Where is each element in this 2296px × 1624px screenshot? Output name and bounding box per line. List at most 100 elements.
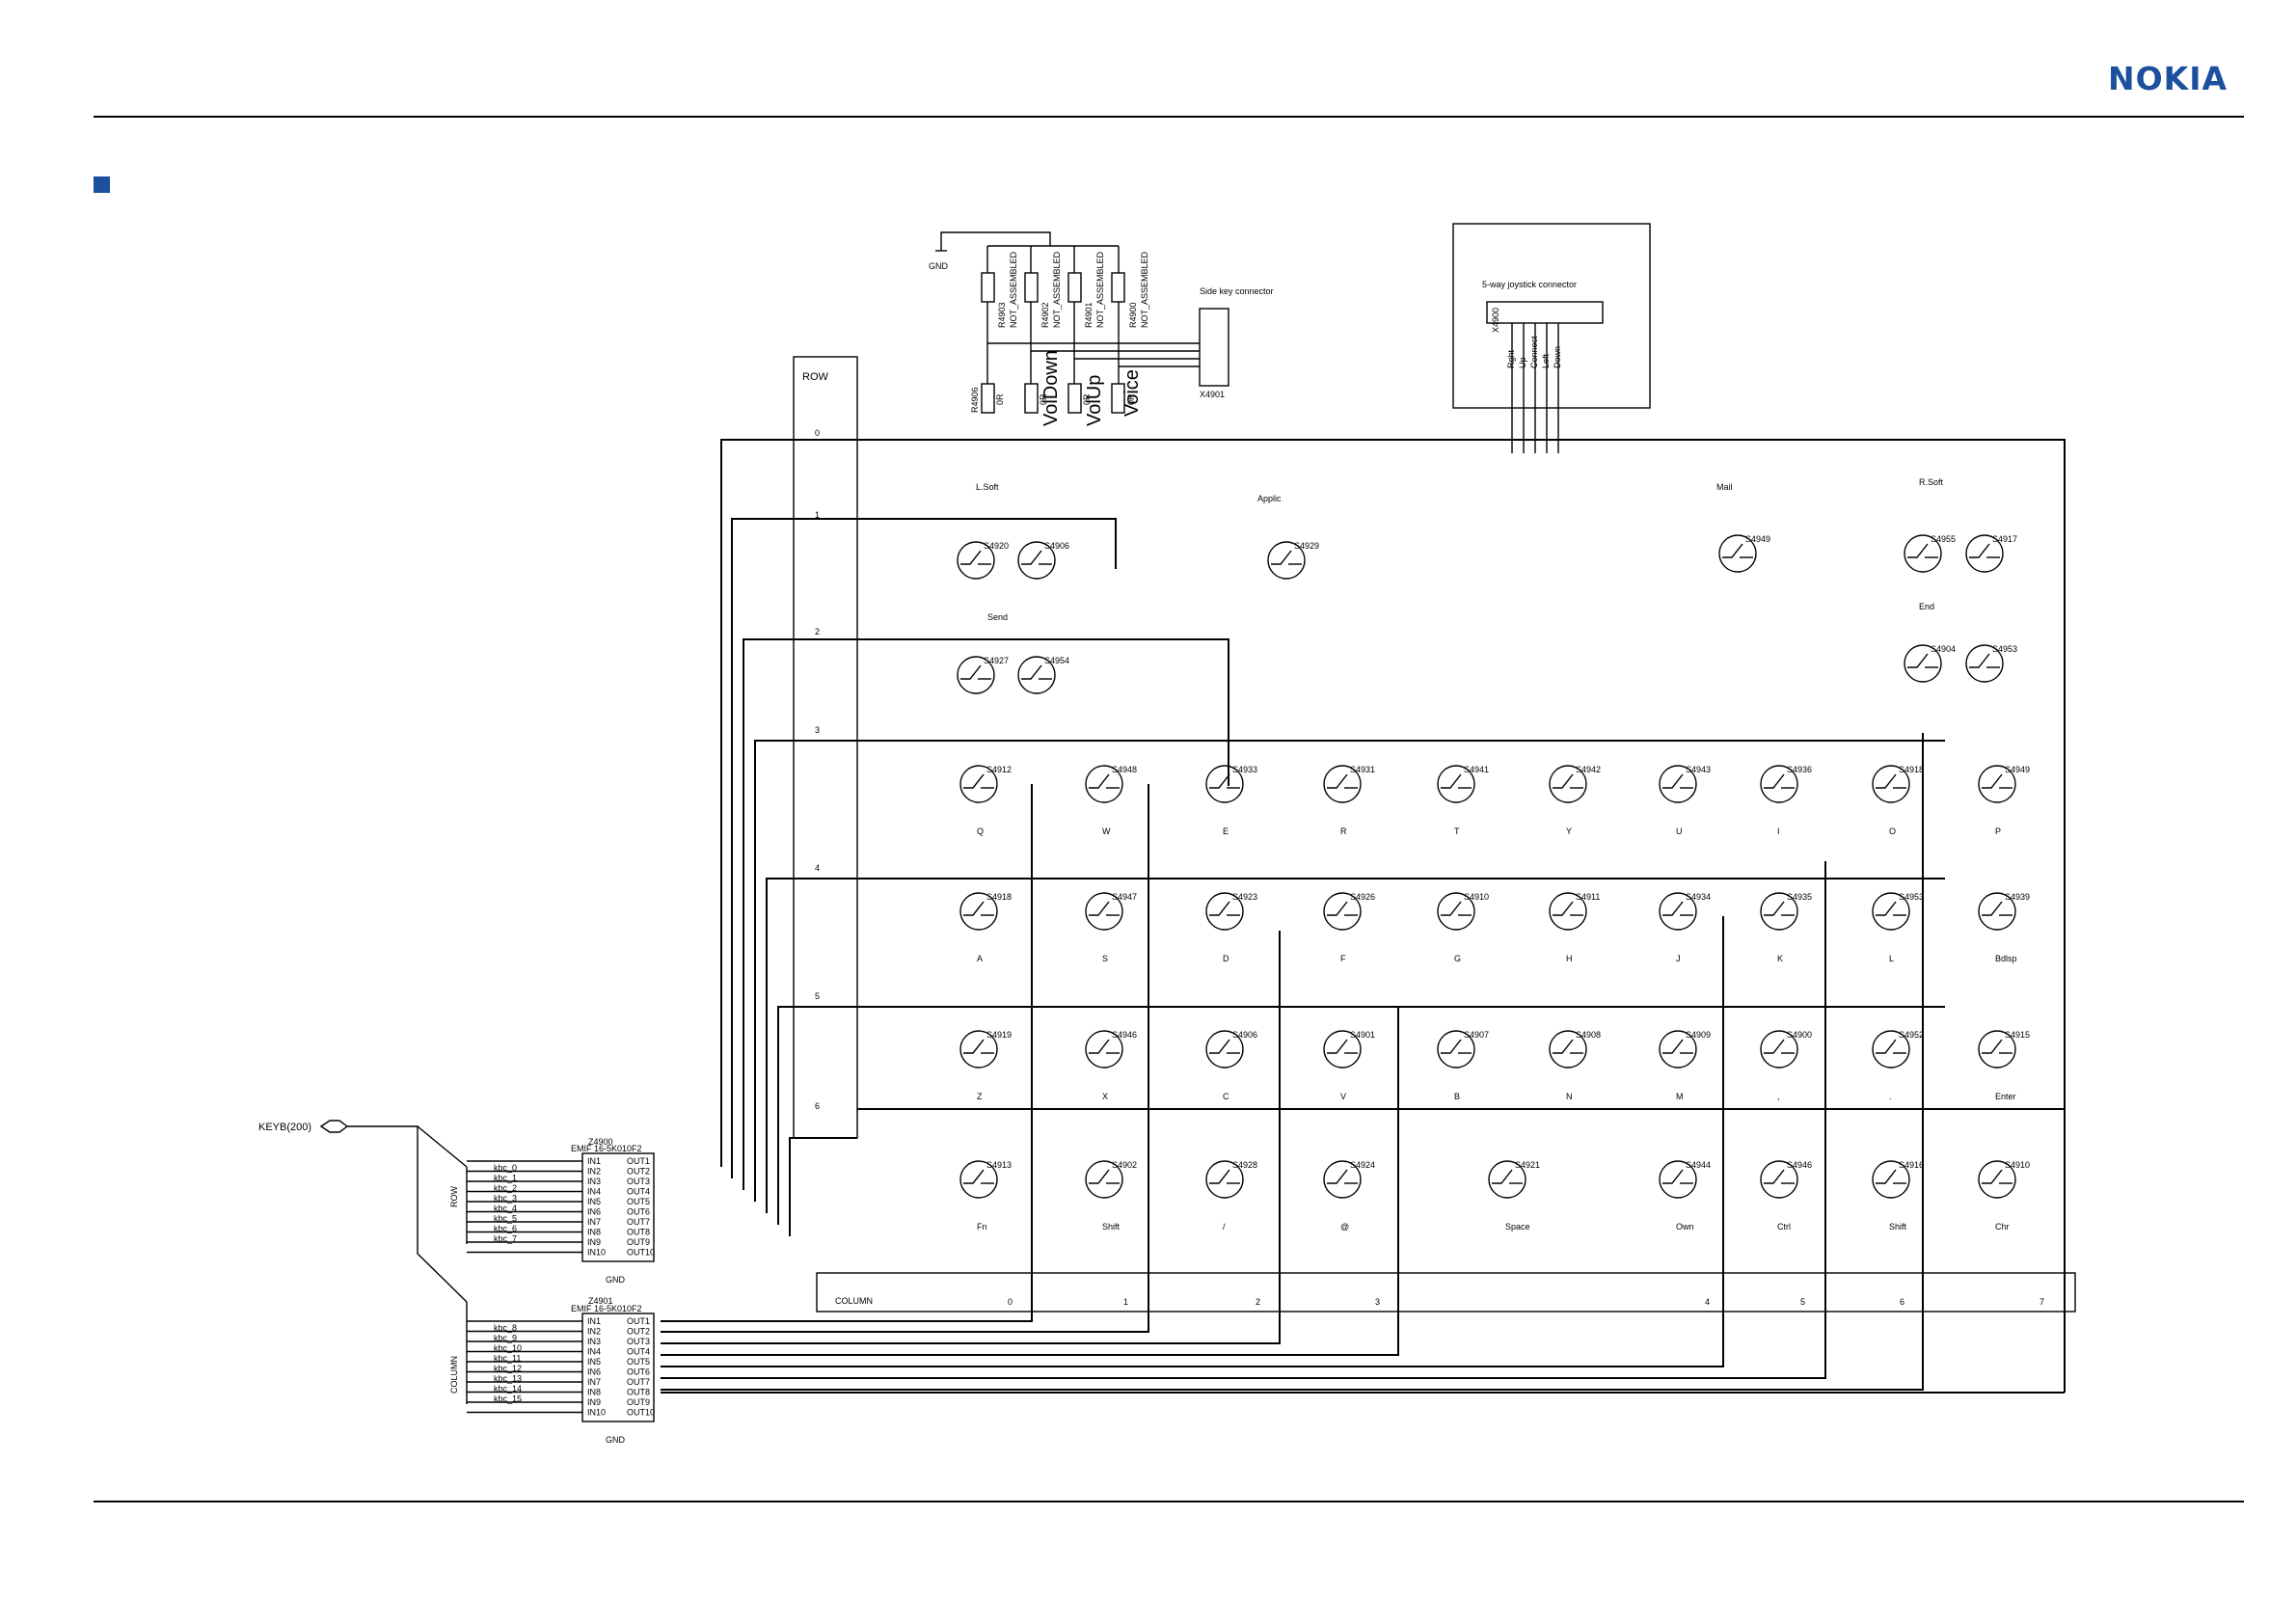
ic-input-pin: IN5 — [587, 1357, 601, 1367]
key-switch: S4952. — [1872, 1030, 1924, 1101]
joystick-connector-frame — [1452, 223, 1651, 409]
column-number: 6 — [1900, 1297, 1904, 1307]
key-label: Fn — [977, 1222, 987, 1232]
gnd-label: GND — [606, 1275, 626, 1285]
ic-output-pin: OUT6 — [627, 1207, 650, 1217]
ic-part: EMIF 16-5K010F2 — [571, 1304, 642, 1313]
switch-ref: S4933 — [1232, 765, 1257, 774]
net-label: kbc_12 — [494, 1364, 522, 1373]
joystick-pin: Connect — [1529, 336, 1539, 368]
key-label: G — [1454, 954, 1461, 963]
side-key-section: GND R4903 R4902 R4901 R4900 NOT_ASSEMBLE… — [929, 231, 1274, 426]
net-label: kbc_9 — [494, 1334, 517, 1343]
ic-input-pin: IN10 — [587, 1248, 606, 1258]
switch-ref: S4913 — [986, 1160, 1012, 1170]
joystick-pin: Up — [1518, 357, 1527, 368]
side-key-connector-ref: X4901 — [1200, 390, 1225, 399]
joystick-section: 5-way joystick connector X4900 Rght Up C… — [1452, 223, 1651, 453]
key-label: D — [1223, 954, 1229, 963]
net-label: kbc_0 — [494, 1163, 517, 1173]
switch-ref: S4902 — [1112, 1160, 1137, 1170]
switch-ref: S4949 — [1745, 534, 1770, 544]
key-label: Ctrl — [1777, 1222, 1791, 1232]
switch-ref: S4904 — [1931, 644, 1956, 654]
key-label: . — [1889, 1092, 1892, 1101]
resistor-value: 0R — [1039, 393, 1048, 405]
resistor-value: 0R — [1126, 393, 1136, 405]
ic-output-pin: OUT6 — [627, 1367, 650, 1377]
switch-ref: S4916 — [1899, 1160, 1924, 1170]
resistor-value: 0R — [1082, 393, 1092, 405]
key-label: / — [1223, 1222, 1226, 1232]
ic-input-pin: IN3 — [587, 1337, 601, 1346]
ic-output-pin: OUT8 — [627, 1228, 650, 1237]
ic-input-pin: IN9 — [587, 1397, 601, 1407]
switch-ref: S4920 — [984, 541, 1009, 551]
key-switch: S4953 — [1965, 644, 2017, 683]
ic-output-pin: OUT1 — [627, 1156, 650, 1166]
varistor-note: NOT_ASSEMBLED — [1095, 251, 1105, 328]
ic-input-pin: IN6 — [587, 1367, 601, 1377]
key-label: J — [1676, 954, 1681, 963]
key-label: F — [1340, 954, 1346, 963]
varistor-ref: R4900 — [1128, 302, 1138, 328]
net-label: kbc_15 — [494, 1394, 522, 1404]
column-bus-label: COLUMN — [449, 1356, 459, 1394]
key-label: B — [1454, 1092, 1460, 1101]
ic-output-pin: OUT3 — [627, 1177, 650, 1186]
net-label: kbc_13 — [494, 1374, 522, 1384]
nokia-logo: NOKIA — [2108, 60, 2228, 97]
column-number: 0 — [1008, 1297, 1013, 1307]
row-number: 5 — [815, 991, 820, 1001]
row-bus: ROW 0 1 2 3 4 5 6 — [720, 356, 2066, 1393]
key-name: R.Soft — [1919, 477, 1944, 487]
ic-output-pin: OUT10 — [627, 1248, 655, 1258]
switch-ref: S4934 — [1686, 892, 1711, 902]
switch-ref: S4923 — [1232, 892, 1257, 902]
ic-input-pin: IN2 — [587, 1327, 601, 1337]
ic-output-pin: OUT5 — [627, 1197, 650, 1206]
switch-ref: S4949 — [2005, 765, 2030, 774]
ic-input-pin: IN9 — [587, 1237, 601, 1247]
ic-input-pin: IN6 — [587, 1207, 601, 1217]
switch-ref: S4944 — [1686, 1160, 1711, 1170]
section-bullet-icon — [94, 176, 110, 193]
switch-ref: S4910 — [2005, 1160, 2030, 1170]
key-switch: S4928/ — [1205, 1160, 1257, 1232]
side-key-connector-title: Side key connector — [1200, 286, 1274, 296]
key-label: S — [1102, 954, 1108, 963]
column-number: 7 — [2039, 1297, 2044, 1307]
row-number: 4 — [815, 863, 820, 873]
key-label: T — [1454, 826, 1460, 836]
switch-ref: S4900 — [1787, 1030, 1812, 1040]
net-label: kbc_2 — [494, 1183, 517, 1193]
key-switch: S4927 — [957, 656, 1009, 694]
net-label: kbc_1 — [494, 1174, 517, 1183]
column-bus: COLUMN 0 1 2 3 4 5 6 7 — [661, 733, 2076, 1394]
ic-output-pin: OUT2 — [627, 1167, 650, 1177]
switch-ref: S4909 — [1686, 1030, 1711, 1040]
key-switch: S4954 — [1017, 656, 1069, 694]
key-label: N — [1566, 1092, 1573, 1101]
switch-ref: S4939 — [2005, 892, 2030, 902]
net-label: kbc_4 — [494, 1204, 517, 1213]
switch-ref: S4953 — [1992, 644, 2017, 654]
